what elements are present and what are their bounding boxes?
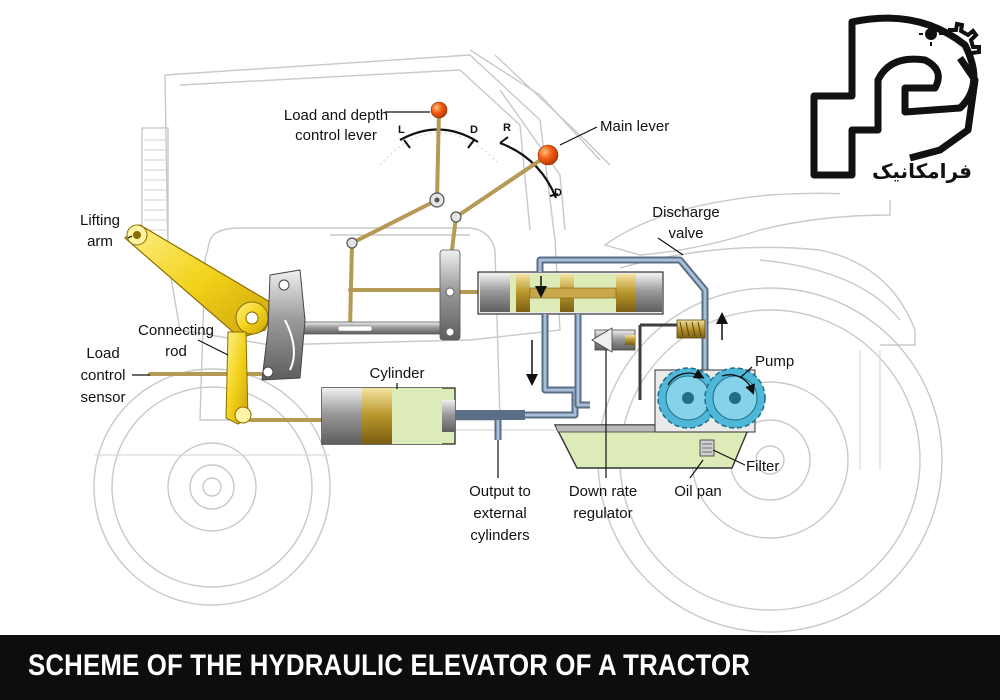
label-sensor-line1: Load [86,345,119,362]
sensor-bracket [261,269,306,381]
label-connecting-line2: rod [165,343,187,360]
pump [654,367,766,433]
lever-mark-d2: D [554,187,562,199]
framechanic-logo: فرامکانیک [810,0,1000,200]
down-rate-regulator [591,327,636,353]
labels: Load and depth control lever Main lever … [80,107,794,544]
label-sensor-line2: control [80,367,125,384]
label-lifting-line1: Lifting [80,212,120,229]
label-output-line3: cylinders [470,527,529,544]
label-sensor-line3: sensor [80,389,125,406]
label-down-rate-line1: Down rate [569,483,637,500]
lever-mark-d1: D [470,124,478,136]
lever-mark-r: R [503,122,511,134]
discharge-valve [676,319,706,339]
callout-leaders [127,111,753,479]
label-main-lever: Main lever [600,118,669,135]
label-load-depth-line2: control lever [295,127,377,144]
diagram-title: SCHEME OF THE HYDRAULIC ELEVATOR OF A TR… [28,649,751,682]
label-connecting-line1: Connecting [138,322,214,339]
connecting-rod[interactable] [225,331,252,425]
lever-mark-l: L [398,124,405,136]
label-oil-pan: Oil pan [674,483,722,500]
label-filter: Filter [746,458,779,475]
label-load-depth-line1: Load and depth [284,107,388,124]
logo-text: فرامکانیک [872,159,972,183]
label-discharge-line2: valve [668,225,703,242]
label-lifting-line2: arm [87,233,113,250]
label-down-rate-line2: regulator [573,505,632,522]
control-valve [477,271,664,315]
label-cylinder: Cylinder [369,365,424,382]
label-output-line2: external [473,505,526,522]
load-depth-lever[interactable] [429,101,448,208]
title-bar: SCHEME OF THE HYDRAULIC ELEVATOR OF A TR… [0,635,1000,700]
label-discharge-line1: Discharge [652,204,720,221]
label-output-line1: Output to [469,483,531,500]
linkage-rods [148,108,550,422]
lever-quadrants: L D R D [379,122,562,199]
tractor-hydraulic-diagram: L D R D [79,0,1000,633]
cylinder [321,387,525,445]
label-pump: Pump [755,353,794,370]
lifting-arm[interactable] [124,224,276,339]
main-lever[interactable] [346,144,559,249]
